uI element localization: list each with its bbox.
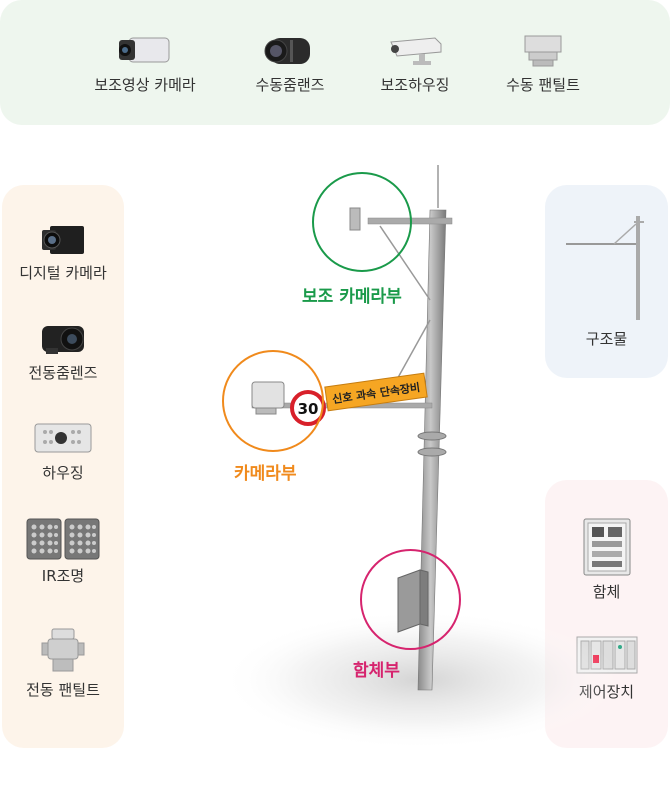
top-components-panel	[0, 0, 670, 125]
left-item-housing: 하우징	[2, 420, 124, 483]
box-camera-icon	[119, 37, 170, 63]
aux-camera-zone-circle	[312, 172, 412, 272]
left-item-label: 전동줌렌즈	[28, 364, 98, 382]
camera-housing-icon	[390, 37, 442, 65]
structure-icon	[565, 216, 644, 320]
camera-zone-circle	[222, 350, 324, 452]
sign-board	[324, 372, 428, 412]
left-item-label: 디지털 카메라	[19, 264, 107, 282]
motor-zoom-lens-icon	[42, 326, 84, 354]
top-item-label: 수동 팬틸트	[506, 76, 580, 94]
structure-panel	[545, 185, 668, 378]
top-item-label: 수동줌랜즈	[255, 76, 325, 94]
left-item-motor-zoom-lens: 전동줌렌즈	[2, 320, 124, 383]
housing-icon	[34, 423, 92, 453]
pole-flange	[417, 431, 447, 441]
motor-pan-tilt-icon	[41, 628, 85, 672]
left-item-motor-pan-tilt: 전동 팬틸트	[2, 627, 124, 700]
aux-camera-zone-label: 보조 카메라부	[302, 287, 402, 307]
right-item-structure: 구조물	[545, 212, 668, 349]
right-item-enclosure: 함체	[545, 517, 668, 602]
top-item-aux-camera: 보조영상 카메라	[80, 30, 210, 95]
top-item-zoom-lens: 수동줌랜즈	[225, 30, 355, 95]
ir-light-icon	[26, 518, 100, 560]
left-item-digital-camera: 디지털 카메라	[2, 222, 124, 283]
left-item-label: 전동 팬틸트	[26, 681, 100, 699]
left-item-label: 하우징	[42, 464, 84, 482]
digital-camera-icon	[42, 226, 84, 254]
top-item-label: 보조하우징	[380, 76, 450, 94]
camera-zone-label: 카메라부	[234, 464, 297, 484]
left-item-label: IR조명	[41, 567, 85, 585]
top-item-label: 보조영상 카메라	[94, 76, 196, 94]
top-item-aux-housing: 보조하우징	[350, 30, 480, 95]
left-item-ir-light: IR조명	[2, 517, 124, 586]
right-item-label: 함체	[592, 583, 621, 601]
pan-tilt-icon	[524, 35, 562, 67]
enclosure-icon	[583, 518, 630, 576]
enclosure-zone-circle	[360, 549, 461, 650]
enclosure-zone-label: 함체부	[353, 661, 400, 681]
right-item-label: 구조물	[585, 330, 628, 348]
pole-flange-lower	[417, 447, 447, 457]
zoom-lens-icon	[264, 38, 310, 64]
top-item-pan-tilt: 수동 팬틸트	[478, 30, 608, 95]
